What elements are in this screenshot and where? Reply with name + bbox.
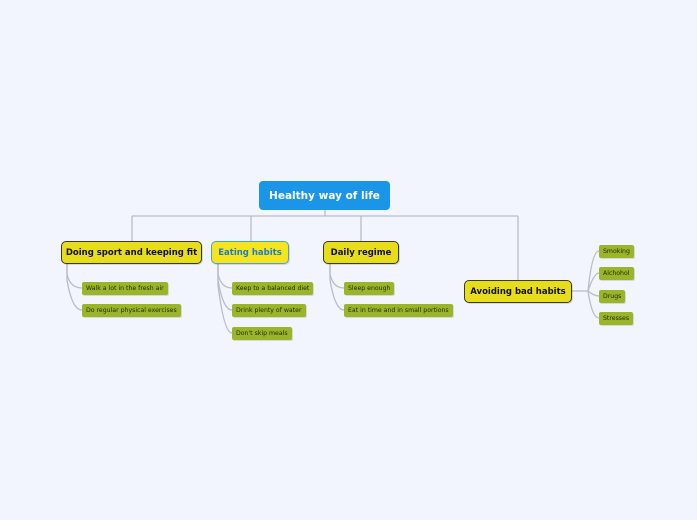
leaf-alchohol[interactable]: Alchohol xyxy=(599,267,634,280)
branch-label: Avoiding bad habits xyxy=(470,286,566,297)
root-topic[interactable]: Healthy way of life xyxy=(259,181,390,210)
leaf-label: Don't skip meals xyxy=(236,330,288,337)
leaf-label: Stresses xyxy=(603,315,630,322)
branch-daily-regime[interactable]: Daily regime xyxy=(323,241,399,264)
leaf-smoking[interactable]: Smoking xyxy=(599,245,634,258)
leaf-stresses[interactable]: Stresses xyxy=(599,312,634,325)
leaf-label: Eat in time and in small portions xyxy=(348,307,449,314)
leaf-drink-water[interactable]: Drink plenty of water xyxy=(232,304,306,317)
leaf-drugs[interactable]: Drugs xyxy=(599,290,626,303)
leaf-dont-skip-meals[interactable]: Don't skip meals xyxy=(232,327,292,340)
branch-label: Eating habits xyxy=(218,247,282,258)
leaf-walk-fresh-air[interactable]: Walk a lot in the fresh air xyxy=(82,282,168,295)
leaf-label: Keep to a balanced diet xyxy=(236,285,310,292)
leaf-eat-in-time[interactable]: Eat in time and in small portions xyxy=(344,304,453,317)
leaf-label: Alchohol xyxy=(603,270,630,277)
branch-doing-sport[interactable]: Doing sport and keeping fit xyxy=(61,241,202,264)
leaf-label: Drink plenty of water xyxy=(236,307,302,314)
leaf-physical-exercises[interactable]: Do regular physical exercises xyxy=(82,304,181,317)
branch-eating-habits[interactable]: Eating habits xyxy=(211,241,289,264)
root-topic-label: Healthy way of life xyxy=(269,189,380,202)
leaf-balanced-diet[interactable]: Keep to a balanced diet xyxy=(232,282,314,295)
branch-label: Doing sport and keeping fit xyxy=(65,247,198,258)
leaf-label: Sleep enough xyxy=(348,285,391,292)
branch-avoiding-bad-habits[interactable]: Avoiding bad habits xyxy=(464,280,572,303)
branch-label: Daily regime xyxy=(330,247,392,258)
leaf-label: Smoking xyxy=(603,248,630,255)
leaf-label: Do regular physical exercises xyxy=(86,307,177,314)
leaf-sleep-enough[interactable]: Sleep enough xyxy=(344,282,395,295)
leaf-label: Walk a lot in the fresh air xyxy=(86,285,164,292)
leaf-label: Drugs xyxy=(603,293,622,300)
